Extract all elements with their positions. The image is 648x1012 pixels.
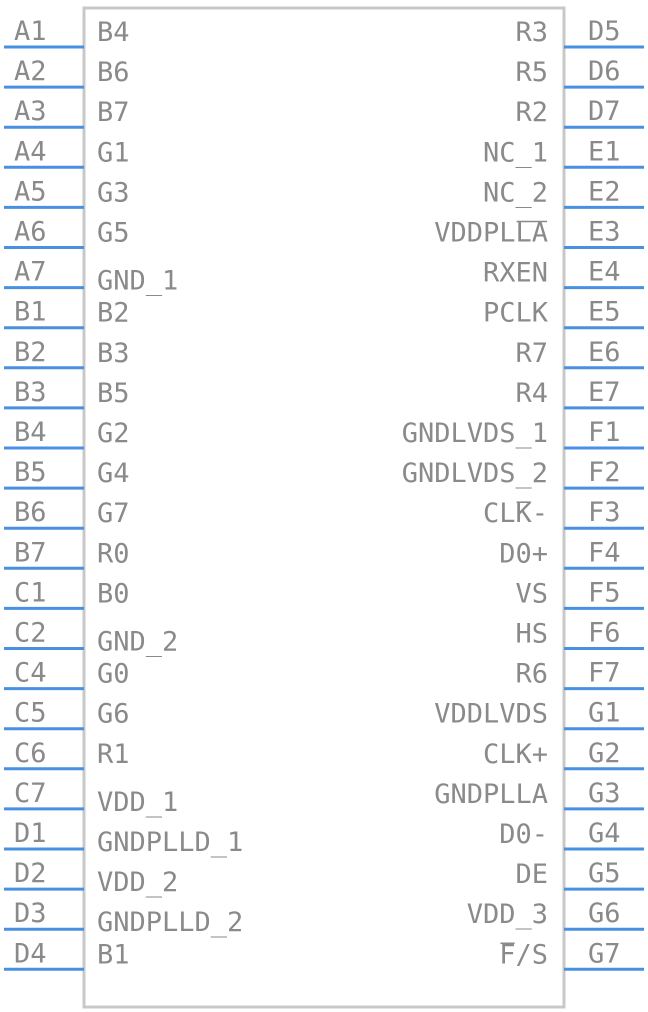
pin-number-d5: D5 [588,16,621,47]
pin-name-c4: G0 [97,659,130,690]
pin-name-g7: F/S [499,939,548,970]
pin-number-b4: B4 [14,417,47,448]
pin-name-e1: NC_1 [483,137,548,168]
pin-name-f7: R6 [515,659,548,690]
pin-name-a1: B4 [97,17,130,48]
pin-number-c6: C6 [14,738,47,769]
pin-number-b5: B5 [14,457,47,488]
pin-number-d7: D7 [588,96,621,127]
pin-number-f2: F2 [588,457,621,488]
pin-number-f6: F6 [588,618,621,649]
pin-name-c2: GND_2 [97,627,178,658]
pin-number-e4: E4 [588,257,621,288]
pin-number-e2: E2 [588,176,621,207]
pin-number-b6: B6 [14,497,47,528]
pin-number-e3: E3 [588,217,621,248]
pin-number-g3: G3 [588,778,621,809]
pin-name-e2: NC_2 [483,177,548,208]
pin-number-c4: C4 [14,658,47,689]
pin-name-a5: G3 [97,177,130,208]
pin-name-g4: D0- [499,819,548,850]
pin-name-d3: GNDPLLD_2 [97,907,243,938]
pin-name-e7: R4 [515,378,548,409]
pin-name-e5: PCLK [483,298,549,329]
pin-name-b7: R0 [97,538,130,569]
pin-name-a7: GND_1 [97,266,178,297]
pin-number-b2: B2 [14,337,47,368]
pin-name-f3: CLK- [483,498,548,529]
pin-name-g3: GNDPLLA [434,779,548,810]
pin-name-b1: B2 [97,298,130,329]
pin-number-f7: F7 [588,658,621,689]
pin-name-d6: R5 [515,57,548,88]
pin-name-e6: R7 [515,338,548,369]
pin-number-e5: E5 [588,297,621,328]
pin-number-b1: B1 [14,297,47,328]
pin-name-c5: G6 [97,699,130,730]
pin-name-c6: R1 [97,739,130,770]
pin-name-f4: D0+ [499,538,548,569]
pin-number-g7: G7 [588,938,621,969]
pin-number-e6: E6 [588,337,621,368]
pin-number-a1: A1 [14,16,47,47]
pin-name-f2: GNDLVDS_2 [402,458,548,489]
pin-name-e3: VDDPLLA [434,218,548,249]
pin-number-g2: G2 [588,738,621,769]
pin-number-d4: D4 [14,938,47,969]
pin-number-d3: D3 [14,898,47,929]
pin-number-d6: D6 [588,56,621,87]
pin-number-e1: E1 [588,136,621,167]
pin-number-c1: C1 [14,577,47,608]
pin-name-c7: VDD_1 [97,787,178,818]
pin-number-c2: C2 [14,618,47,649]
pin-name-b3: B5 [97,378,130,409]
pin-number-a3: A3 [14,96,47,127]
pin-name-e4: RXEN [483,258,548,289]
pin-number-a6: A6 [14,217,47,248]
pin-number-f5: F5 [588,577,621,608]
pin-name-a3: B7 [97,97,130,128]
pin-number-e7: E7 [588,377,621,408]
pin-number-d2: D2 [14,858,47,889]
pin-name-b2: B3 [97,338,130,369]
pin-number-d1: D1 [14,818,47,849]
pin-name-f6: HS [515,619,548,650]
pin-name-d1: GNDPLLD_1 [97,827,243,858]
pin-name-g2: CLK+ [483,739,548,770]
pin-number-a2: A2 [14,56,47,87]
pin-number-c7: C7 [14,778,47,809]
pin-name-d4: B1 [97,939,130,970]
pin-name-b5: G4 [97,458,130,489]
pin-number-a5: A5 [14,176,47,207]
pin-number-f3: F3 [588,497,621,528]
pin-number-a4: A4 [14,136,47,167]
pin-number-g4: G4 [588,818,621,849]
pin-number-b3: B3 [14,377,47,408]
pin-name-f5: VS [515,578,548,609]
pin-number-g6: G6 [588,898,621,929]
pin-name-a2: B6 [97,57,130,88]
pin-number-c5: C5 [14,698,47,729]
pin-name-d7: R2 [515,97,548,128]
pin-number-g1: G1 [588,698,621,729]
pin-number-f1: F1 [588,417,621,448]
pin-name-g5: DE [515,859,548,890]
pin-name-c1: B0 [97,578,130,609]
pin-name-b6: G7 [97,498,130,529]
pin-name-a6: G5 [97,218,130,249]
pin-name-d5: R3 [515,17,548,48]
pin-name-g6: VDD_3 [467,899,548,930]
pin-name-g1: VDDLVDS [434,699,548,730]
pin-name-a4: G1 [97,137,130,168]
pin-number-f4: F4 [588,537,621,568]
pin-name-f1: GNDLVDS_1 [402,418,548,449]
ic-body [82,6,566,1009]
pin-number-g5: G5 [588,858,621,889]
pin-number-b7: B7 [14,537,47,568]
pin-number-a7: A7 [14,257,47,288]
pin-name-b4: G2 [97,418,130,449]
pin-name-d2: VDD_2 [97,867,178,898]
